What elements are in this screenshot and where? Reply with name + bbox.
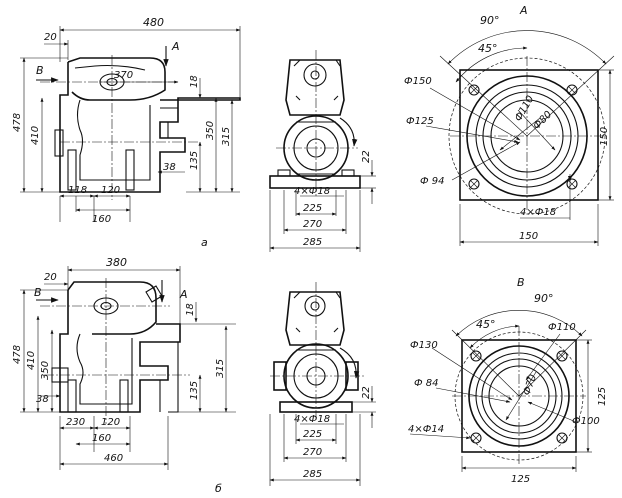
side-view-b-dimensions bbox=[20, 266, 236, 470]
dim-460: 460 bbox=[104, 453, 123, 464]
dim-d130: Ф130 bbox=[410, 340, 438, 351]
flange-title-b: В bbox=[517, 276, 525, 289]
dim-flange-holes-b: 4×Ф14 bbox=[408, 424, 444, 435]
dim-d150: Ф150 bbox=[404, 76, 432, 87]
dim-d84: Ф 84 bbox=[414, 378, 439, 389]
dim-18: 18 bbox=[189, 75, 200, 88]
dim-270: 270 bbox=[303, 219, 322, 230]
dim-d94: Ф 94 bbox=[420, 176, 445, 187]
dim-410-b: 410 bbox=[26, 351, 37, 370]
side-view-a-dimensions bbox=[20, 26, 241, 222]
angle-90-a: 90° bbox=[480, 14, 500, 27]
dim-315-b: 315 bbox=[215, 359, 226, 378]
label-arrow-a: A bbox=[171, 40, 180, 53]
dim-side-125: 125 bbox=[597, 387, 608, 406]
dim-160-b: 160 bbox=[92, 433, 111, 444]
dim-285: 285 bbox=[303, 237, 322, 248]
dim-d110: Ф110 bbox=[513, 94, 536, 123]
dim-flange-holes-a: 4×Ф18 bbox=[520, 207, 556, 218]
front-view-b-dimensions bbox=[269, 386, 376, 486]
flange-view-a-labels: А 90° 45° Ф150 Ф125 Ф 94 Ф110 Ф80 4×Ф18 … bbox=[404, 4, 610, 242]
side-view-a-labels: 480 20 370 A B 478 410 118 120 160 38 18… bbox=[12, 16, 232, 249]
label-arrow-b: B bbox=[36, 64, 44, 77]
dim-holes-4x18-b: 4×Ф18 bbox=[294, 414, 330, 425]
dim-d80: Ф80 bbox=[531, 109, 554, 132]
dim-410: 410 bbox=[30, 126, 41, 145]
dim-480: 480 bbox=[143, 16, 164, 29]
panel-label-a: а bbox=[201, 236, 208, 249]
dim-380: 380 bbox=[106, 256, 127, 269]
front-view-a bbox=[269, 50, 361, 196]
flange-view-b-labels: В 90° 45° Ф130 Ф 84 Ф110 Ф70 Ф100 4×Ф14 … bbox=[408, 276, 608, 485]
dim-350: 350 bbox=[205, 121, 216, 140]
dim-478-b: 478 bbox=[12, 345, 23, 364]
side-view-b-labels: 380 20 A B 478 410 350 38 230 120 160 46… bbox=[12, 256, 226, 495]
dim-18-b: 18 bbox=[185, 303, 196, 316]
dim-315: 315 bbox=[221, 127, 232, 146]
dim-20-b: 20 bbox=[44, 272, 57, 283]
panel-label-b: б bbox=[215, 482, 222, 495]
dim-20: 20 bbox=[44, 32, 57, 43]
dim-holes-4x18: 4×Ф18 bbox=[294, 186, 330, 197]
dim-370: 370 bbox=[114, 70, 133, 81]
dim-270-b: 270 bbox=[303, 447, 322, 458]
dim-118: 118 bbox=[68, 185, 87, 196]
dim-135: 135 bbox=[189, 151, 200, 170]
dim-38: 38 bbox=[163, 162, 176, 173]
dim-120: 120 bbox=[101, 185, 120, 196]
dim-22: 22 bbox=[361, 150, 372, 163]
dim-38-b: 38 bbox=[36, 394, 49, 405]
flange-title-a: А bbox=[519, 4, 528, 17]
dim-225: 225 bbox=[303, 203, 322, 214]
angle-90-b: 90° bbox=[534, 292, 554, 305]
dim-bottom-125: 125 bbox=[511, 474, 530, 485]
angle-45-a: 45° bbox=[478, 42, 498, 55]
side-view-a bbox=[36, 46, 241, 200]
label-arrow-b-b: B bbox=[34, 286, 42, 299]
side-view-b bbox=[36, 278, 190, 424]
front-view-b bbox=[270, 282, 364, 420]
dim-d110-b: Ф110 bbox=[548, 322, 576, 333]
front-view-a-labels: 4×Ф18 225 270 285 22 bbox=[294, 150, 372, 248]
front-view-b-labels: 4×Ф18 225 270 285 22 bbox=[294, 386, 372, 480]
dim-22-b: 22 bbox=[361, 386, 372, 399]
dim-478: 478 bbox=[12, 113, 23, 132]
dim-350-b: 350 bbox=[40, 361, 51, 380]
dim-285-b: 285 bbox=[303, 469, 322, 480]
label-arrow-a-b: A bbox=[179, 288, 188, 301]
dim-160: 160 bbox=[92, 214, 111, 225]
front-view-a-dimensions bbox=[269, 160, 376, 252]
angle-45-b: 45° bbox=[476, 318, 496, 331]
dim-side-150: 150 bbox=[599, 127, 610, 146]
dim-135-b: 135 bbox=[189, 381, 200, 400]
dim-230: 230 bbox=[66, 417, 85, 428]
flange-view-b bbox=[409, 309, 592, 472]
dim-d100: Ф100 bbox=[572, 416, 600, 427]
dim-d125: Ф125 bbox=[406, 116, 434, 127]
dim-d70: Ф70 bbox=[521, 373, 539, 397]
dim-bottom-150: 150 bbox=[519, 231, 538, 242]
flange-view-a bbox=[425, 30, 615, 246]
dim-120-b: 120 bbox=[101, 417, 120, 428]
dim-225-b: 225 bbox=[303, 429, 322, 440]
